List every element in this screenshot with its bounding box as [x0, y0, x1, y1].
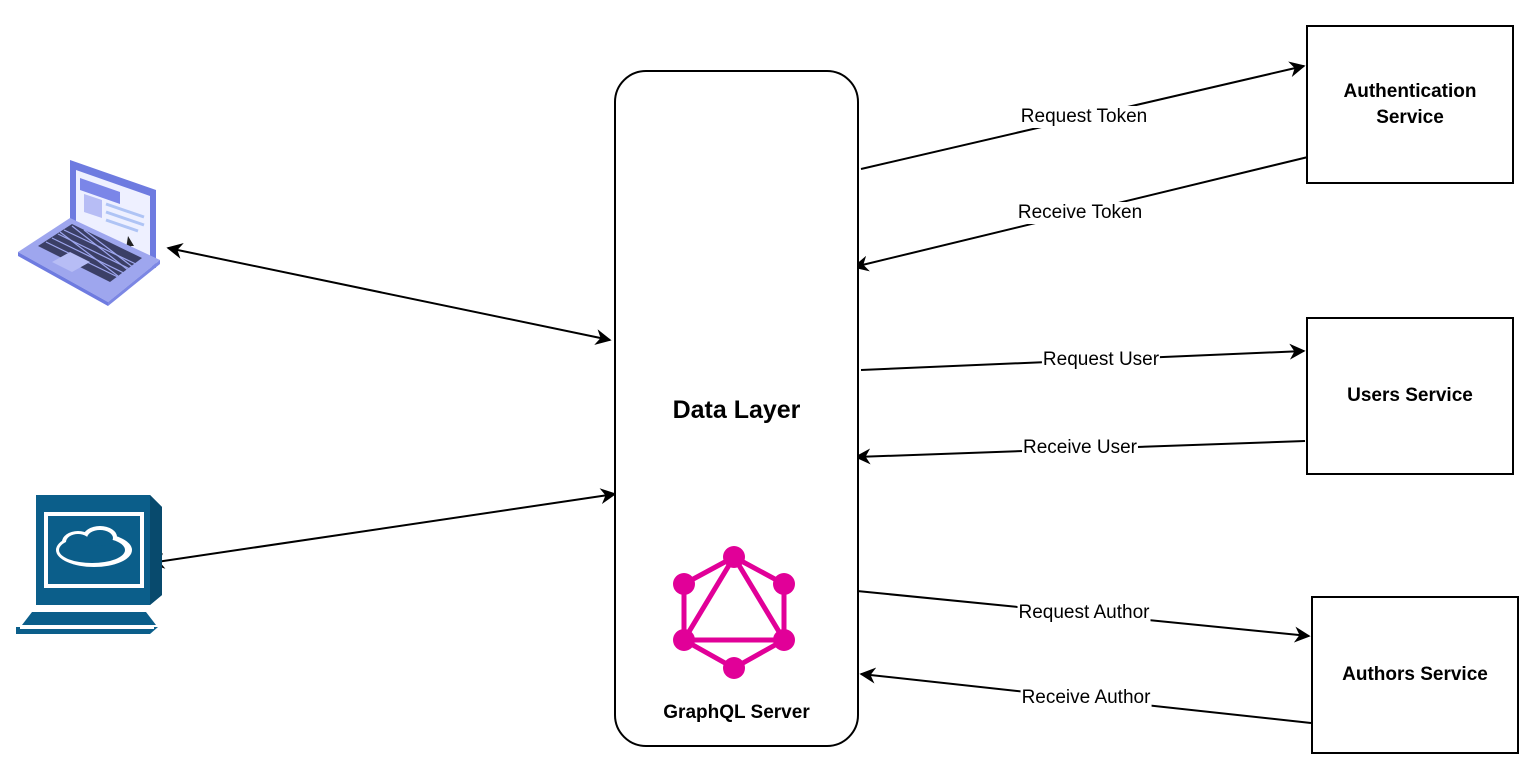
- laptop-connector: [166, 243, 612, 345]
- receive-author-label: Receive Author: [1020, 687, 1152, 709]
- graphql-server-caption: GraphQL Server: [663, 702, 810, 723]
- users-service-label: Users Service: [1347, 385, 1473, 406]
- request-author-label: Request Author: [1017, 602, 1151, 624]
- desktop-computer-icon: [16, 495, 162, 634]
- data-layer-title: Data Layer: [672, 396, 801, 424]
- desktop-connector: [148, 488, 617, 569]
- request-token-label: Request Token: [1019, 106, 1149, 128]
- authentication-service-label: Authentication Service: [1343, 80, 1477, 128]
- authors-service-box: Authors Service: [1311, 596, 1519, 754]
- receive-token-label: Receive Token: [1016, 202, 1144, 224]
- authentication-service-box: Authentication Service: [1306, 25, 1514, 184]
- receive-user-label: Receive User: [1021, 437, 1139, 459]
- request-user-label: Request User: [1041, 349, 1161, 371]
- laptop-icon: [18, 160, 160, 306]
- data-layer-container: Data Layer GraphQL Server: [614, 70, 859, 747]
- authors-service-label: Authors Service: [1342, 664, 1488, 685]
- graphql-logo-icon: [673, 546, 795, 679]
- users-service-box: Users Service: [1306, 317, 1514, 475]
